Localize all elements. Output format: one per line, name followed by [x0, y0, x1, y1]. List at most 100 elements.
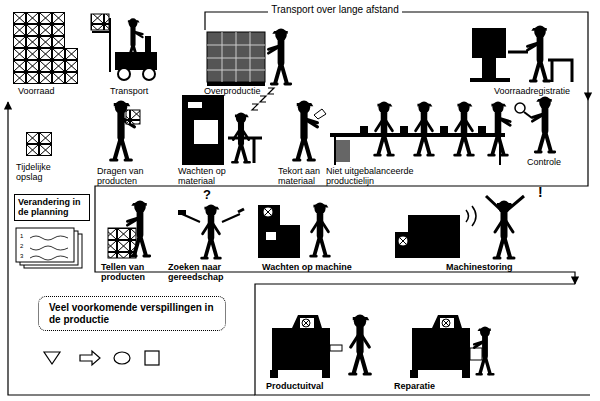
waste-label: Wachten op machine [262, 262, 382, 272]
rejected-car-part [322, 370, 330, 378]
stock-crates [13, 12, 78, 84]
shape-symbols-part [114, 352, 130, 364]
legend-box: Veel voorkomende verspillingen in de pro… [38, 296, 226, 331]
repair-car-part [462, 370, 470, 378]
counting-figure-part [108, 228, 136, 258]
production-line-part [330, 133, 505, 137]
waste-label: Tellen van producten [101, 262, 167, 282]
inspection-figure [515, 96, 555, 152]
computer-desk-part [527, 25, 549, 81]
broken-machine [395, 196, 524, 258]
planning-box: Verandering in de planning [14, 194, 90, 221]
rejected-car-part [272, 315, 330, 370]
repair-car-part [474, 326, 493, 374]
computer-desk-part [472, 28, 506, 58]
idle-machine-part [263, 207, 273, 217]
repair-car-part [440, 318, 454, 328]
rejected-car [270, 315, 370, 378]
waste-label: Tijdelijke opslag [16, 162, 76, 182]
waste-label: Controle [527, 157, 587, 167]
searching-figure-part [178, 210, 186, 215]
production-line-part [489, 101, 510, 155]
repair-car-part [410, 370, 418, 378]
production-line-part [440, 126, 448, 133]
forklift-part [126, 18, 143, 60]
idle-machine-part [311, 202, 330, 256]
planning-document-part [30, 236, 68, 260]
waste-label: Productuitval [266, 381, 356, 391]
waste-label: Wachten op materiaal [178, 166, 244, 186]
overproduction-pallet-part [268, 28, 290, 84]
flow-line-part [95, 100, 588, 284]
rejected-car-part [303, 320, 309, 326]
searching-figure-part [238, 209, 244, 212]
box-text: Veel voorkomende verspillingen in de pro… [49, 302, 215, 325]
flow-line [8, 12, 590, 395]
rejected-car-part [350, 315, 371, 374]
forklift [91, 14, 157, 80]
forklift-part [92, 18, 110, 72]
shape-symbols [44, 351, 159, 365]
box-text: Verandering in de planning [18, 197, 86, 218]
searching-figure-part [182, 214, 240, 222]
shortage-figure [294, 101, 326, 160]
computer-desk-part [548, 60, 572, 82]
repair-car-part [442, 319, 450, 327]
repair-car-part [470, 348, 482, 360]
counting-figure-part [127, 200, 149, 256]
waste-label: 1 [20, 233, 28, 240]
production-line-part [455, 101, 474, 155]
overproduction-pallet-part [207, 82, 265, 86]
waste-label: Zoeken naar gereedschap [168, 262, 252, 282]
shape-symbols-part [80, 351, 100, 365]
waste-label: 3 [20, 253, 28, 260]
shape-symbols-part [44, 352, 60, 364]
waiting-machine-part [194, 120, 218, 144]
shape-symbols-part [145, 351, 159, 365]
broken-machine-part [400, 238, 406, 244]
overproduction-pallet-part [207, 32, 265, 82]
broken-machine-part [395, 215, 460, 258]
temporary-storage-part [26, 132, 52, 156]
waste-label: Voorraad [18, 86, 78, 96]
waste-label: Transport over lange afstand [268, 4, 402, 15]
rejected-car-part [302, 319, 310, 327]
production-line-part [360, 126, 368, 133]
idle-machine-part [265, 209, 271, 215]
repair-car [410, 315, 493, 378]
idle-machine-part [266, 232, 276, 240]
shortage-figure-part [314, 109, 326, 119]
carrying-figure-part [126, 110, 140, 124]
planning-document-part [16, 228, 74, 262]
carrying-figure [111, 101, 140, 160]
forklift-part [118, 68, 130, 80]
waste-label: Dragen van producten [97, 166, 159, 186]
waiting-machine-part [188, 102, 202, 108]
forklift-part [143, 68, 155, 80]
computer-desk-part [508, 51, 528, 54]
rejected-car-part [300, 318, 314, 328]
overproduction-pallet [207, 28, 291, 86]
repair-car-part [443, 320, 449, 326]
production-line-part [400, 126, 408, 133]
flow-line-part [205, 12, 588, 100]
temporary-storage [26, 132, 52, 156]
counting-figure [108, 200, 150, 258]
shortage-figure-part [294, 101, 318, 160]
forklift-part [91, 14, 109, 30]
production-line-part [336, 140, 350, 162]
production-line-part [415, 101, 434, 155]
inspection-figure-part [524, 112, 532, 118]
waste-label: Reparatie [394, 381, 474, 391]
computer-desk [470, 25, 572, 82]
rejected-car-part [270, 370, 278, 378]
idle-machine [258, 202, 329, 258]
waiting-machine-part [228, 138, 262, 163]
computer-desk-part [482, 58, 496, 80]
broken-machine-part [486, 196, 524, 212]
inspection-figure-part [532, 96, 554, 152]
production-line-part [375, 101, 394, 155]
planning-document [16, 228, 82, 268]
